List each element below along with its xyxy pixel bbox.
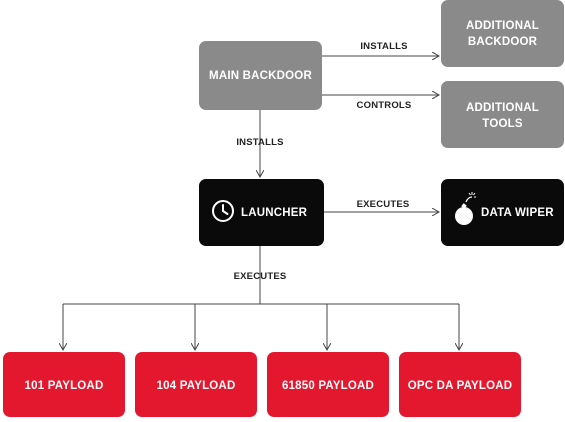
node-payload-104-label: 104 PAYLOAD: [157, 380, 236, 392]
node-payload-104: 104 PAYLOAD: [135, 352, 257, 417]
edge-label-installs-launcher: INSTALLS: [236, 137, 283, 148]
node-additional-backdoor-label-line2: BACKDOOR: [468, 36, 538, 48]
edge-label-controls-tools: CONTROLS: [357, 100, 412, 111]
node-data-wiper-label: DATA WIPER: [481, 207, 554, 219]
edge-label-installs-backdoor: INSTALLS: [360, 41, 407, 52]
node-payload-61850-label: 61850 PAYLOAD: [282, 380, 374, 392]
clock-icon: [212, 200, 234, 222]
node-payload-61850: 61850 PAYLOAD: [267, 352, 389, 417]
node-launcher: LAUNCHER: [199, 179, 324, 246]
node-payload-101-label: 101 PAYLOAD: [25, 380, 104, 392]
node-additional-tools: ADDITIONAL TOOLS: [441, 81, 564, 148]
node-additional-backdoor: ADDITIONAL BACKDOOR: [441, 0, 564, 67]
edge-label-executes-wiper: EXECUTES: [357, 199, 410, 210]
node-main-backdoor-label: MAIN BACKDOOR: [209, 70, 312, 82]
node-payload-opc-da: OPC DA PAYLOAD: [399, 352, 521, 417]
node-launcher-label: LAUNCHER: [241, 207, 308, 219]
node-payload-101: 101 PAYLOAD: [3, 352, 125, 417]
node-payload-opc-da-label: OPC DA PAYLOAD: [408, 380, 513, 392]
node-additional-tools-label-line2: TOOLS: [482, 118, 523, 130]
node-additional-tools-label-line1: ADDITIONAL: [466, 102, 539, 114]
bomb-icon: [455, 192, 476, 225]
edge-label-executes-payloads: EXECUTES: [234, 271, 287, 282]
node-main-backdoor: MAIN BACKDOOR: [199, 41, 322, 110]
node-data-wiper: DATA WIPER: [441, 179, 564, 246]
node-additional-backdoor-label-line1: ADDITIONAL: [466, 20, 539, 32]
